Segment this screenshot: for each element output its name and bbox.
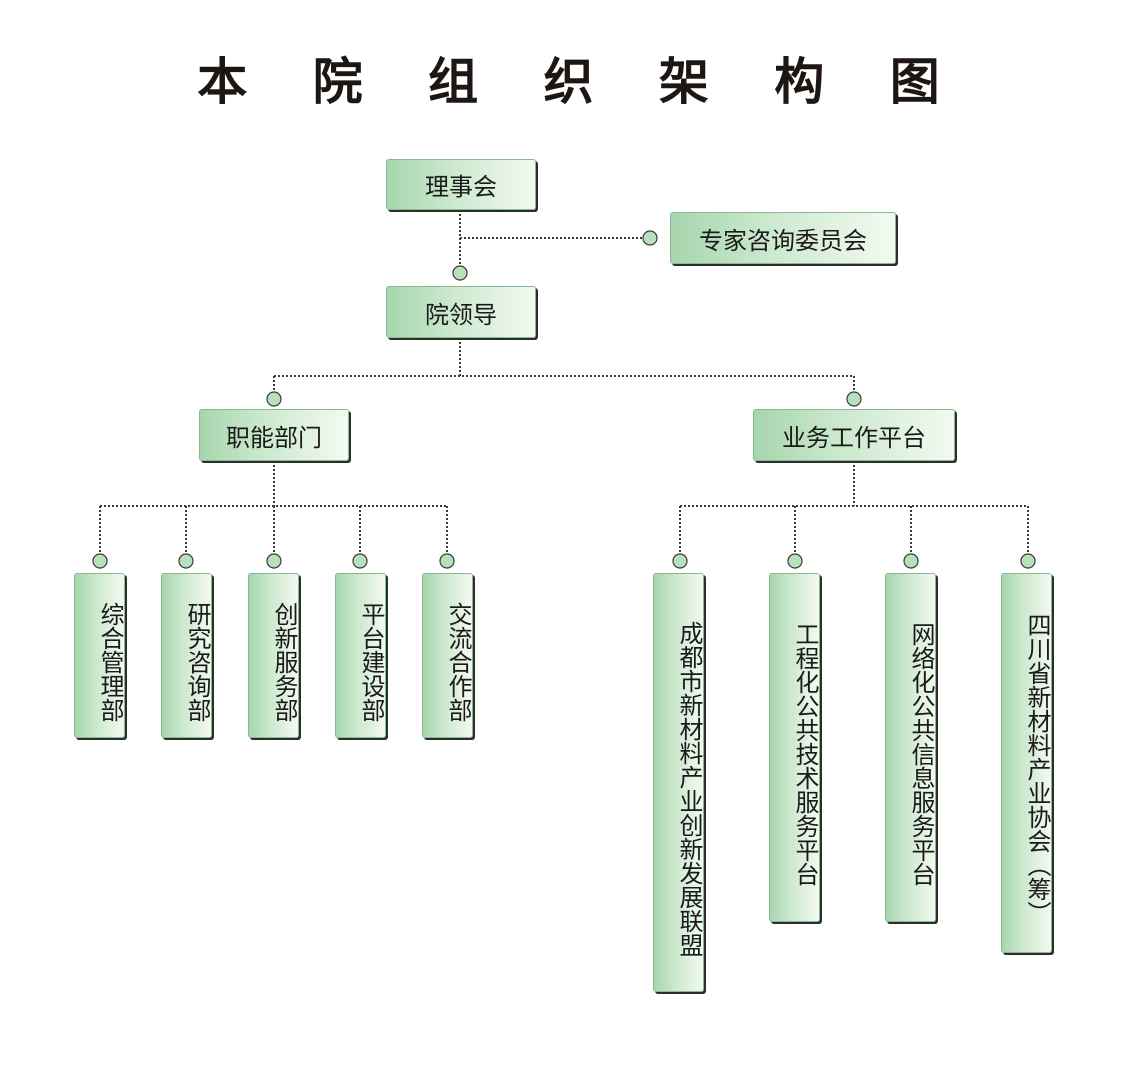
- node-dept-platform: 平台建设部: [335, 573, 386, 738]
- node-business-platforms-label: 业务工作平台: [782, 423, 926, 452]
- node-plat-association-label: 四川省新材料产业协会（筹）: [1023, 613, 1051, 925]
- node-plat-alliance: 成都市新材料产业创新发展联盟: [653, 573, 704, 992]
- node-dept-exchange: 交流合作部: [422, 573, 473, 738]
- node-expert-committee-label: 专家咨询委员会: [699, 226, 867, 255]
- node-plat-network-label: 网络化公共信息服务平台: [907, 621, 935, 886]
- node-plat-network: 网络化公共信息服务平台: [885, 573, 936, 922]
- node-plat-alliance-label: 成都市新材料产业创新发展联盟: [675, 620, 703, 957]
- node-dept-research-label: 研究咨询部: [183, 601, 211, 722]
- node-dept-innovation: 创新服务部: [248, 573, 299, 738]
- node-expert-committee: 专家咨询委员会: [670, 212, 896, 264]
- node-dept-general-label: 综合管理部: [96, 601, 124, 722]
- node-business-platforms: 业务工作平台: [753, 409, 955, 461]
- node-functional-depts-label: 职能部门: [226, 423, 322, 452]
- node-functional-depts: 职能部门: [199, 409, 349, 461]
- node-leadership-label: 院领导: [425, 300, 497, 329]
- node-board-label: 理事会: [425, 173, 497, 201]
- node-dept-platform-label: 平台建设部: [357, 601, 385, 722]
- node-leadership: 院领导: [386, 286, 536, 338]
- page-title: 本 院 组 织 架 构 图: [197, 53, 964, 111]
- node-plat-engineering: 工程化公共技术服务平台: [769, 573, 820, 922]
- node-dept-exchange-label: 交流合作部: [444, 601, 472, 722]
- node-plat-engineering-label: 工程化公共技术服务平台: [791, 621, 819, 886]
- node-dept-innovation-label: 创新服务部: [270, 601, 298, 722]
- node-board: 理事会: [386, 159, 536, 210]
- node-dept-research: 研究咨询部: [161, 573, 212, 738]
- node-plat-association: 四川省新材料产业协会（筹）: [1001, 573, 1052, 953]
- node-dept-general: 综合管理部: [74, 573, 125, 738]
